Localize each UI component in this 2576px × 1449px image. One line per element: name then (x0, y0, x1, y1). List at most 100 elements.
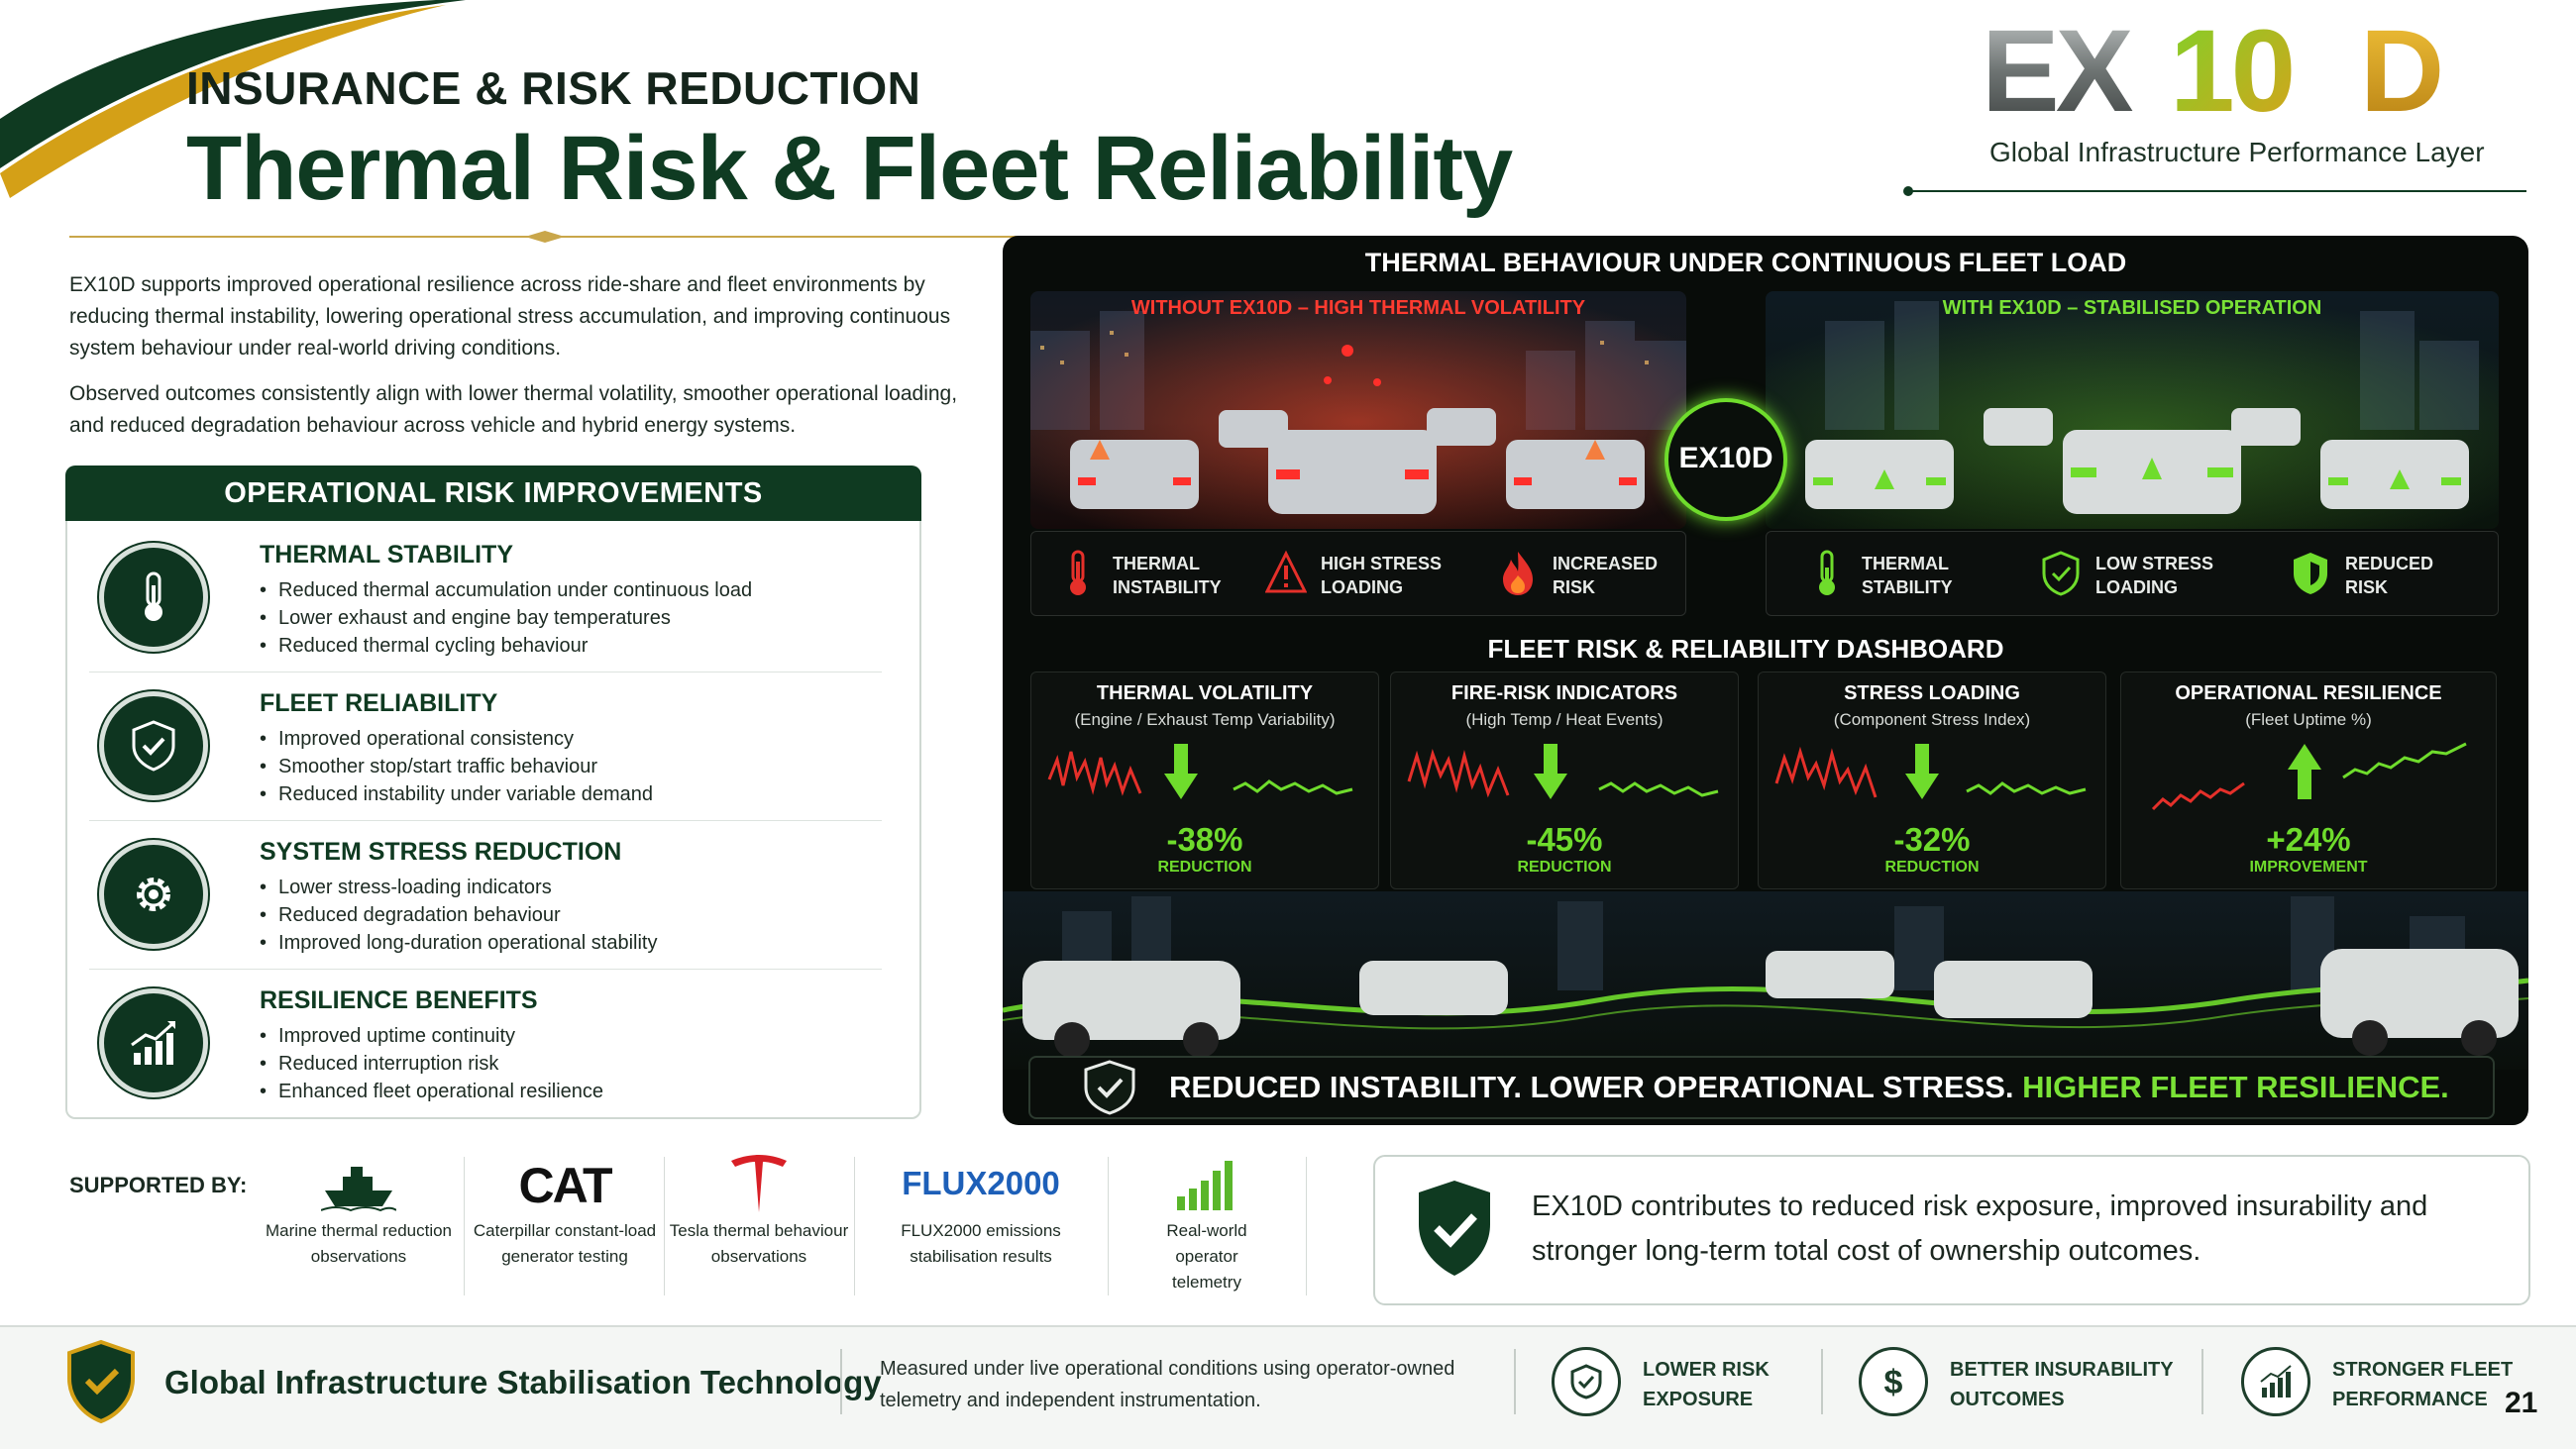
dashboard-title: FLEET RISK & RELIABILITY DASHBOARD (1487, 634, 2004, 664)
thermometer-icon (1819, 550, 1835, 595)
decorative-swoosh (0, 0, 466, 198)
footer-description: Measured under live operational conditio… (880, 1358, 1455, 1411)
divider (89, 969, 882, 970)
tile-label: IMPROVEMENT (2249, 859, 2368, 876)
signal-bars-icon (1177, 1161, 1233, 1210)
tile-value: -45% (1526, 821, 1603, 858)
tile-fire-risk: FIRE-RISK INDICATORS (High Temp / Heat E… (1390, 672, 1739, 889)
page-title: Thermal Risk & Fleet Reliability (186, 118, 1513, 219)
tile-title: STRESS LOADING (1844, 682, 2020, 704)
shield-check-icon (1084, 1060, 1135, 1115)
with-ex10d-scene (1766, 291, 2499, 529)
gear-icon (99, 840, 208, 949)
section-thermal-stability: THERMAL STABILITY Reduced thermal accumu… (89, 529, 902, 668)
flux-logo: FLUX2000 (902, 1165, 1060, 1201)
dollar-icon: $ (1859, 1347, 1928, 1416)
tile-subtitle: (High Temp / Heat Events) (1465, 710, 1664, 729)
list-item: Reduced thermal accumulation under conti… (260, 576, 752, 604)
stress-sparkline (1774, 744, 2087, 799)
stat-reduced-risk: REDUCED RISK (2290, 532, 2478, 615)
stat-label: THERMAL INSTABILITY (1113, 554, 1222, 597)
divider (840, 1349, 842, 1414)
fire-risk-sparkline (1407, 744, 1719, 799)
title-divider (69, 231, 1020, 243)
benefit-label: LOWER RISK EXPOSURE (1643, 1359, 1770, 1410)
divider (464, 1157, 465, 1295)
intro-paragraph-2: Observed outcomes consistently align wit… (69, 382, 958, 437)
callout-box (1373, 1155, 2530, 1305)
without-ex10d-label: WITHOUT EX10D – HIGH THERMAL VOLATILITY (1130, 297, 1586, 319)
benefit-fleet-performance: STRONGER FLEET PERFORMANCE (2241, 1347, 2513, 1418)
shield-check-icon (2042, 551, 2080, 596)
divider (89, 672, 882, 673)
ex10d-badge-text: EX10D (1678, 442, 1773, 474)
divider (854, 1157, 855, 1295)
benefit-insurability: $ BETTER INSURABILITY OUTCOMES (1859, 1347, 2196, 1418)
cat-logo: CAT (518, 1158, 612, 1213)
shield-check-icon (1552, 1347, 1621, 1416)
list-item: Smoother stop/start traffic behaviour (260, 753, 653, 780)
svg-text:D: D (2360, 16, 2444, 125)
tile-subtitle: (Fleet Uptime %) (2245, 710, 2372, 729)
section-title: THERMAL STABILITY (260, 541, 514, 569)
section-title: RESILIENCE BENEFITS (260, 986, 538, 1014)
ex10d-logo: EX 10 D (1982, 16, 2444, 125)
list-item: Reduced instability under variable deman… (260, 780, 653, 808)
shield-icon (2294, 553, 2327, 594)
stat-label: INCREASED RISK (1553, 554, 1659, 597)
tile-title: THERMAL VOLATILITY (1096, 682, 1314, 704)
stat-increased-risk: INCREASED RISK (1497, 532, 1685, 615)
shield-check-icon (99, 691, 208, 800)
supporter-label: Real-world operator telemetry (1166, 1221, 1247, 1292)
stat-label: THERMAL STABILITY (1862, 554, 1953, 597)
tile-thermal-volatility: THERMAL VOLATILITY (Engine / Exhaust Tem… (1030, 672, 1379, 889)
stat-low-stress: LOW STRESS LOADING (2040, 532, 2238, 615)
tile-subtitle: (Component Stress Index) (1833, 710, 2031, 729)
list-item: Reduced degradation behaviour (260, 901, 657, 929)
divider (1821, 1349, 1823, 1414)
stat-thermal-instability: THERMAL INSTABILITY (1057, 532, 1245, 615)
fleet-night-scene (1003, 891, 2528, 1070)
divider (1306, 1157, 1307, 1295)
list-item: Enhanced fleet operational resilience (260, 1078, 603, 1105)
intro-text: EX10D supports improved operational resi… (69, 269, 981, 456)
supporter-label: Marine thermal reduction observations (265, 1221, 453, 1266)
stat-label: LOW STRESS LOADING (2095, 554, 2214, 597)
svg-text:10: 10 (2170, 16, 2292, 125)
tile-title: OPERATIONAL RESILIENCE (2175, 682, 2442, 704)
tile-label: REDUCTION (1884, 859, 1980, 876)
banner-text: REDUCED INSTABILITY. LOWER OPERATIONAL S… (1169, 1070, 2014, 1104)
supporter-label: Tesla thermal behaviour observations (669, 1221, 849, 1266)
panel-title: THERMAL BEHAVIOUR UNDER CONTINUOUS FLEET… (1364, 248, 2127, 277)
warning-icon (1265, 550, 1307, 593)
flame-icon (1503, 552, 1533, 595)
divider (89, 820, 882, 821)
ship-icon (321, 1167, 396, 1212)
tile-label: REDUCTION (1517, 859, 1612, 876)
svg-text:$: $ (1884, 1364, 1903, 1399)
section-list: Lower stress-loading indicators Reduced … (260, 874, 657, 957)
footer-title: Global Infrastructure Stabilisation Tech… (164, 1364, 882, 1400)
tile-value: -32% (1893, 821, 1971, 858)
tile-stress-loading: STRESS LOADING (Component Stress Index) … (1758, 672, 2106, 889)
section-fleet-reliability: FLEET RELIABILITY Improved operational c… (89, 677, 902, 816)
shield-check-icon (1419, 1181, 1490, 1276)
risk-card-title: OPERATIONAL RISK IMPROVEMENTS (65, 466, 921, 521)
stat-thermal-stability: THERMAL STABILITY (1806, 532, 1994, 615)
growth-chart-icon (99, 988, 208, 1097)
supported-by-label: SUPPORTED BY: (69, 1173, 248, 1197)
volatility-sparkline (1047, 744, 1353, 799)
tile-label: REDUCTION (1157, 859, 1252, 876)
tesla-logo (731, 1155, 787, 1212)
tile-subtitle: (Engine / Exhaust Temp Variability) (1074, 710, 1336, 729)
divider (1108, 1157, 1109, 1295)
divider (664, 1157, 665, 1295)
supporter-label: FLUX2000 emissions stabilisation results (901, 1221, 1061, 1266)
stat-label: REDUCED RISK (2345, 554, 2434, 597)
tile-value: -38% (1166, 821, 1243, 858)
page-number: 21 (2505, 1387, 2538, 1419)
without-ex10d-scene (1030, 291, 1686, 529)
resilience-banner: REDUCED INSTABILITY. LOWER OPERATIONAL S… (1028, 1056, 2495, 1119)
banner-highlight: HIGHER FLEET RESILIENCE. (2022, 1070, 2449, 1104)
